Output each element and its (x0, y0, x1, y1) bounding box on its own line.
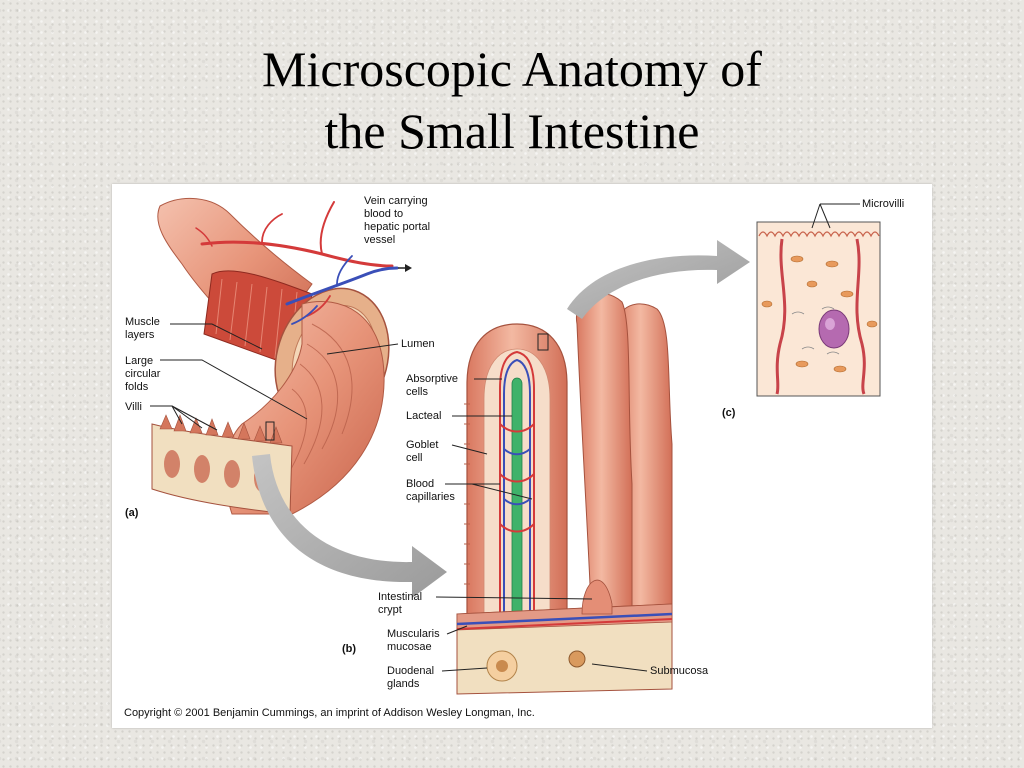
anatomy-illustration: Vein carrying blood to hepatic portal ve… (124, 195, 904, 719)
label-vein-3: hepatic portal (364, 221, 430, 233)
intestine-section-a (151, 197, 412, 515)
sample-box-a (265, 421, 275, 441)
label-muscularis-mucosae-2: mucosae (387, 641, 432, 653)
label-vein-4: vessel (364, 234, 395, 246)
panel-label-b: (b) (342, 643, 356, 655)
label-muscularis-mucosae: Muscularis (387, 628, 440, 640)
label-absorptive-cells-2: cells (406, 386, 429, 398)
label-intestinal-crypt: Intestinal (378, 591, 422, 603)
labels-panel-c: Microvilli (c) (722, 198, 904, 419)
title-line-2: the Small Intestine (324, 103, 700, 159)
arrow-a-to-b (252, 454, 447, 598)
label-lacteal: Lacteal (406, 410, 441, 422)
cell-section-c (756, 203, 881, 397)
slide-title: Microscopic Anatomy of the Small Intesti… (0, 38, 1024, 162)
panel-label-a: (a) (125, 507, 139, 519)
label-folds-2: circular (125, 368, 161, 380)
label-blood-capillaries-2: capillaries (406, 491, 455, 503)
label-submucosa: Submucosa (650, 665, 709, 677)
labels-panel-b: Absorptive cells Lacteal Goblet cell Blo… (342, 373, 709, 690)
label-microvilli: Microvilli (862, 198, 904, 210)
label-vein: Vein carrying (364, 195, 428, 207)
panel-label-c: (c) (722, 407, 736, 419)
label-goblet-cell: Goblet (406, 439, 438, 451)
copyright-notice: Copyright © 2001 Benjamin Cummings, an i… (124, 707, 535, 719)
label-large-circular-folds: Large (125, 355, 153, 367)
anatomy-figure: Vein carrying blood to hepatic portal ve… (112, 184, 932, 728)
villus-section-b (456, 293, 673, 695)
label-duodenal-glands: Duodenal (387, 665, 434, 677)
label-folds-3: folds (125, 381, 149, 393)
lacteal-vessel (511, 377, 523, 615)
label-muscle-layers: Muscle (125, 316, 160, 328)
title-line-1: Microscopic Anatomy of (262, 41, 762, 97)
label-muscle-layers-2: layers (125, 329, 155, 341)
label-duodenal-glands-2: glands (387, 678, 420, 690)
arrow-b-to-c (567, 240, 750, 319)
label-vein-2: blood to (364, 208, 403, 220)
label-intestinal-crypt-2: crypt (378, 604, 402, 616)
label-blood-capillaries: Blood (406, 478, 434, 490)
label-absorptive-cells: Absorptive (406, 373, 458, 385)
label-goblet-cell-2: cell (406, 452, 423, 464)
label-villi: Villi (125, 401, 142, 413)
sample-box-b (537, 333, 549, 351)
labels-panel-a: Vein carrying blood to hepatic portal ve… (125, 195, 435, 519)
microvilli-border (758, 231, 880, 238)
label-lumen: Lumen (401, 338, 435, 350)
